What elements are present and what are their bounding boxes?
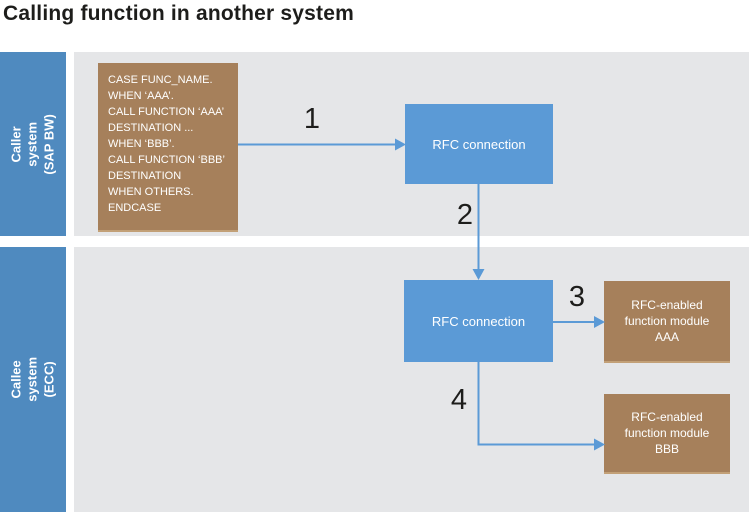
- step-3-label: 3: [568, 281, 586, 313]
- function-module-bbb-node: RFC-enabled function module BBB: [604, 394, 730, 474]
- callee-system-label: Callee system (ECC): [8, 357, 57, 402]
- step-4-label: 4: [450, 384, 468, 416]
- rfc-connection-callee-node: RFC connection: [404, 280, 553, 362]
- function-module-aaa-node: RFC-enabled function module AAA: [604, 281, 730, 363]
- page-title: Calling function in another system: [3, 2, 355, 25]
- abap-code-box: CASE FUNC_NAME. WHEN ‘AAA’. CALL FUNCTIO…: [98, 63, 238, 232]
- step-1-label: 1: [303, 103, 321, 135]
- rfc-connection-caller-node: RFC connection: [405, 104, 553, 184]
- caller-system-label: Caller system (SAP BW): [8, 113, 57, 175]
- caller-system-sidebar: Caller system (SAP BW): [0, 52, 66, 236]
- callee-system-sidebar: Callee system (ECC): [0, 247, 66, 512]
- step-2-label: 2: [456, 199, 474, 231]
